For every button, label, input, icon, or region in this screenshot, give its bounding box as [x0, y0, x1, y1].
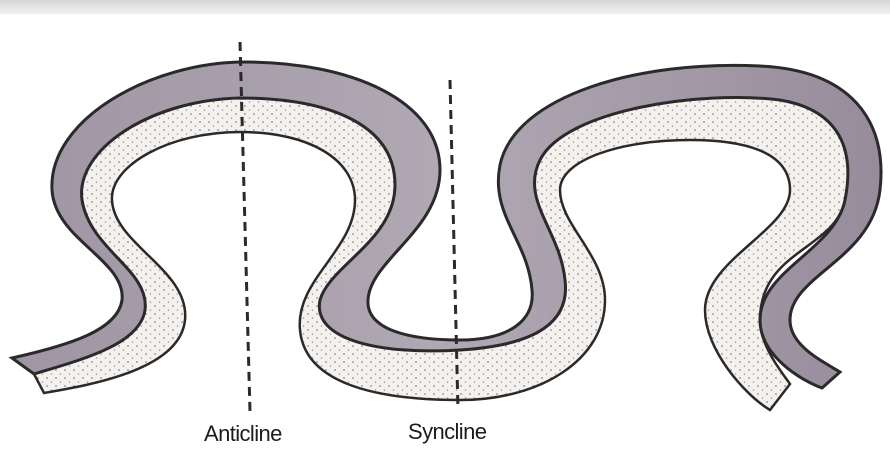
- syncline-label: Syncline: [408, 419, 486, 445]
- dotted-rock-layer: [34, 98, 848, 411]
- anticline-label: Anticline: [204, 421, 282, 447]
